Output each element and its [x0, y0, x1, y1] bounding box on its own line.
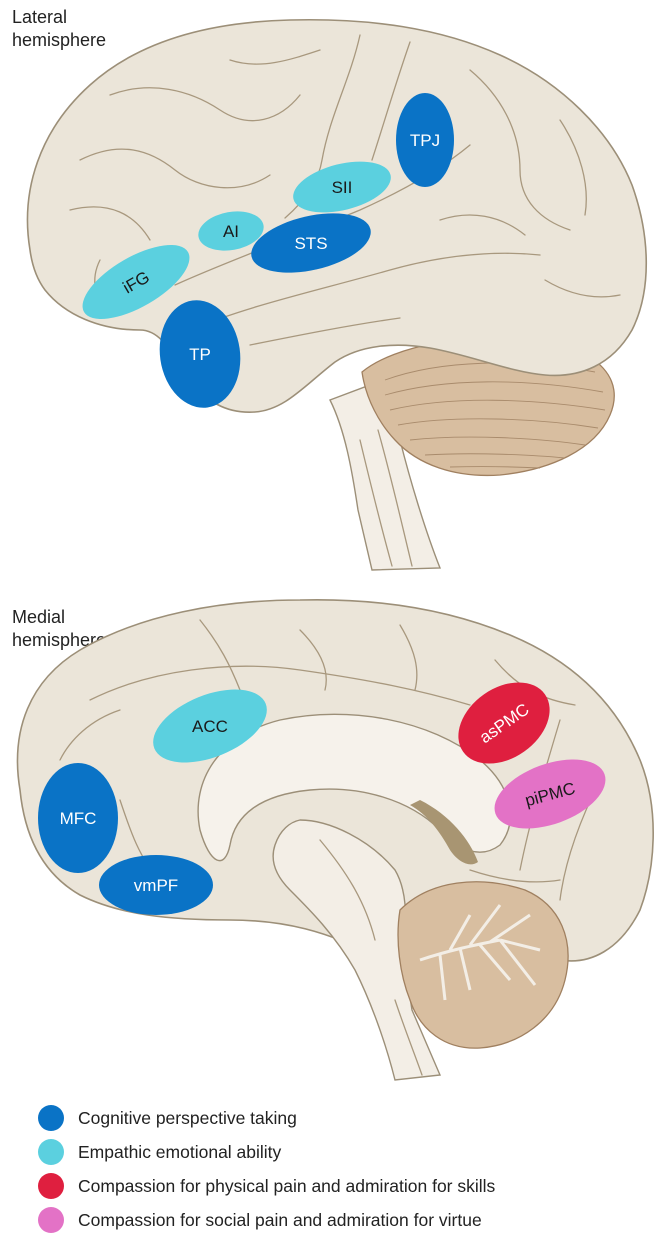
region-tpj: TPJ: [396, 93, 454, 187]
region-sts-label: STS: [294, 234, 327, 253]
legend: Cognitive perspective taking Empathic em…: [38, 1101, 495, 1237]
legend-item-physical: Compassion for physical pain and admirat…: [38, 1169, 495, 1203]
legend-swatch-physical: [38, 1173, 64, 1199]
region-mfc: MFC: [38, 763, 118, 873]
legend-label: Compassion for physical pain and admirat…: [78, 1176, 495, 1197]
legend-swatch-empathic: [38, 1139, 64, 1165]
medial-cerebellum: [398, 882, 568, 1048]
legend-label: Cognitive perspective taking: [78, 1108, 297, 1129]
region-sii-label: SII: [332, 178, 353, 197]
legend-item-cognitive: Cognitive perspective taking: [38, 1101, 495, 1135]
legend-swatch-cognitive: [38, 1105, 64, 1131]
region-vmpf: vmPF: [99, 855, 213, 915]
legend-item-empathic: Empathic emotional ability: [38, 1135, 495, 1169]
region-vmpf-label: vmPF: [134, 876, 178, 895]
region-tpj-label: TPJ: [410, 131, 440, 150]
region-ai-label: AI: [223, 222, 239, 241]
legend-label: Empathic emotional ability: [78, 1142, 281, 1163]
region-acc-label: ACC: [192, 717, 228, 736]
legend-item-social: Compassion for social pain and admiratio…: [38, 1203, 495, 1237]
region-mfc-label: MFC: [60, 809, 97, 828]
legend-label: Compassion for social pain and admiratio…: [78, 1210, 482, 1231]
region-tp-label: TP: [189, 345, 211, 364]
legend-swatch-social: [38, 1207, 64, 1233]
